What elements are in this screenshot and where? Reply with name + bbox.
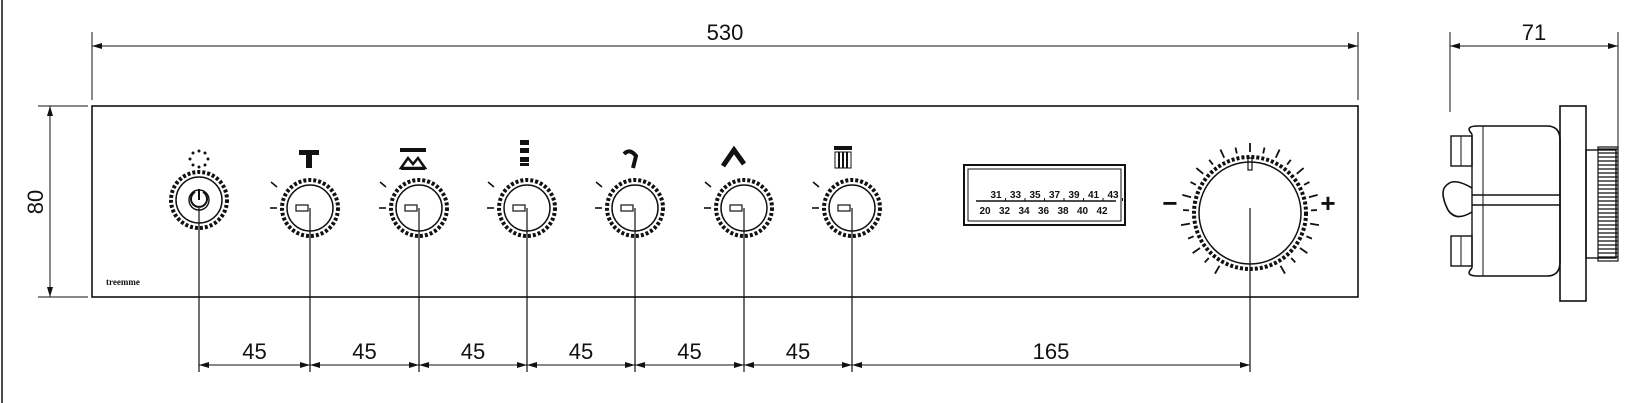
- overhead-knob: [379, 178, 449, 238]
- scale-bottom-label: 32: [999, 206, 1011, 217]
- scale-bottom-label: 34: [1018, 206, 1030, 217]
- sidejet-knob: [487, 178, 557, 238]
- rain-shower-icon: [834, 146, 852, 169]
- scale-bottom-label: 42: [1096, 206, 1108, 217]
- brand-label: treemme: [106, 277, 140, 287]
- scale-top-label: 43: [1107, 190, 1119, 201]
- spacing-dimensions: 45 45 45 45 45 45 165: [198, 208, 1251, 372]
- spacing-label: 45: [677, 339, 701, 364]
- thermostat-minus: −: [1162, 188, 1177, 218]
- spacing-label: 165: [1033, 339, 1070, 364]
- height-label: 80: [23, 190, 48, 214]
- scale-bottom-label: 20: [979, 206, 991, 217]
- spacing-label: 45: [242, 339, 266, 364]
- spacing-label: 45: [461, 339, 485, 364]
- scale-top-label: 31: [990, 190, 1002, 201]
- handheld-knob: [595, 178, 665, 238]
- handshower-T-icon: [299, 150, 319, 168]
- scale-bottom-label: 38: [1057, 206, 1069, 217]
- thermostat-plus: +: [1320, 188, 1335, 218]
- scale-top-label: 39: [1068, 190, 1080, 201]
- hand-shower-icon: [622, 149, 639, 169]
- side-view: [1442, 105, 1619, 302]
- spacing-label: 45: [786, 339, 810, 364]
- spacing-label: 45: [569, 339, 593, 364]
- scale-top-label: 37: [1049, 190, 1061, 201]
- scale-top-label: 35: [1029, 190, 1041, 201]
- scale-bottom-label: 36: [1038, 206, 1050, 217]
- power-icon: [188, 149, 210, 169]
- depth-dimension: 71: [1449, 20, 1619, 150]
- scale-bottom-label: 40: [1077, 206, 1089, 217]
- height-dimension: 80: [23, 105, 88, 298]
- width-dimension: 530: [91, 20, 1359, 100]
- temperature-scale: 31 33 35 37 39 41 43 20 32 34 36 38 40 42: [963, 164, 1126, 226]
- width-label: 530: [707, 20, 744, 45]
- side-jets-icon: [520, 140, 529, 166]
- scale-top-label: 41: [1088, 190, 1100, 201]
- thermostat-dial: − +: [1162, 143, 1336, 275]
- spout-knob: [704, 178, 774, 238]
- depth-label: 71: [1522, 20, 1546, 45]
- front-panel: [91, 105, 1359, 298]
- overhead-shower-icon: [398, 148, 428, 170]
- scale-top-label: 33: [1010, 190, 1022, 201]
- rain-knob: [812, 178, 882, 238]
- spout-icon: [720, 145, 747, 168]
- spacing-label: 45: [352, 339, 376, 364]
- handshower-knob: [270, 178, 340, 238]
